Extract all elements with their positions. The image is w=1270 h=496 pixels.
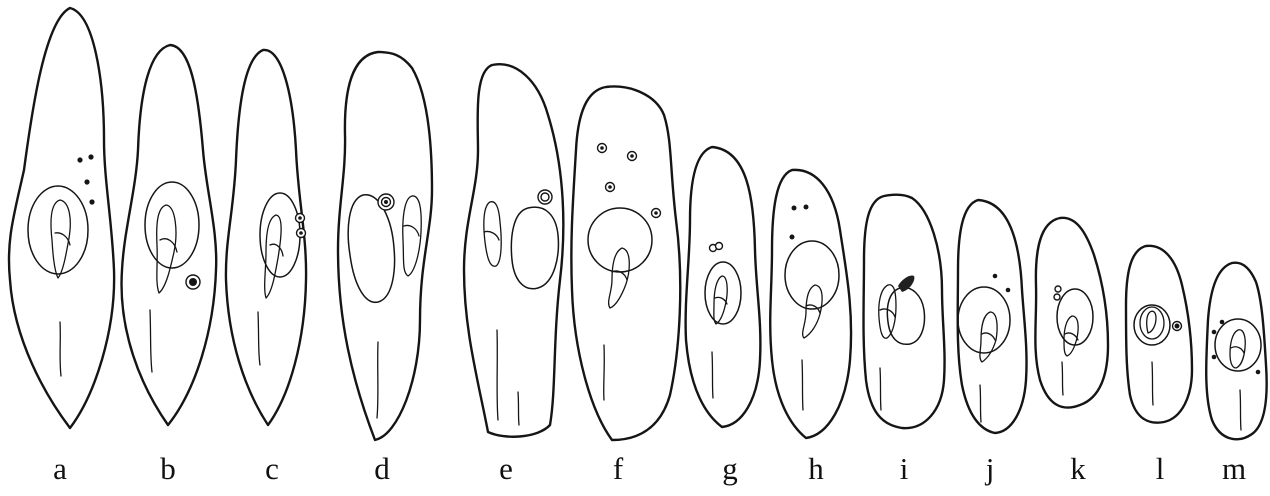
panel-c-drawing [226,50,306,425]
panel-b-drawing [122,45,217,425]
label-f: f [598,452,638,486]
label-b: b [148,452,188,486]
label-a: a [40,452,80,486]
label-c: c [252,452,292,486]
panel-i-drawing [864,195,945,428]
panel-d-drawing [338,52,432,440]
label-h: h [796,452,836,486]
label-i: i [884,452,924,486]
panel-f-drawing [571,87,680,440]
label-l: l [1140,452,1180,486]
panel-h-drawing [770,170,851,438]
panel-j-drawing [958,200,1027,433]
label-j: j [970,452,1010,486]
panel-a-drawing [9,8,114,428]
panel-e-drawing [464,64,563,436]
label-k: k [1058,452,1098,486]
panel-g-drawing [686,147,761,427]
label-m: m [1214,452,1254,486]
panel-l-drawing [1126,246,1192,423]
label-d: d [362,452,402,486]
panel-m-drawing [1206,263,1266,440]
label-e: e [486,452,526,486]
panel-k-drawing [1035,218,1108,408]
label-g: g [710,452,750,486]
